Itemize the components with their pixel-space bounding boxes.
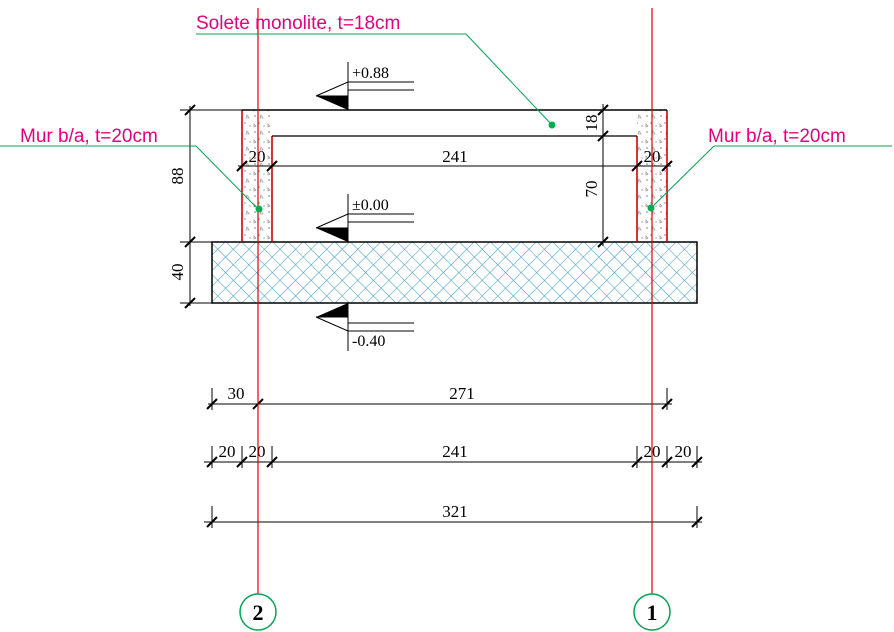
dim-row1-b: 271 bbox=[449, 384, 475, 403]
slab-callout-label: Solete monolite, t=18cm bbox=[196, 13, 400, 34]
level-mark-bottom: -0.40 bbox=[315, 303, 414, 351]
callout-slab: Solete monolite, t=18cm bbox=[196, 13, 556, 129]
dim-wall-inner-height: 70 bbox=[582, 181, 601, 198]
dim-row2-a: 20 bbox=[219, 442, 236, 461]
dim-row2-e: 20 bbox=[675, 442, 692, 461]
slab bbox=[242, 109, 667, 137]
dim-row-2: 20 20 241 20 20 bbox=[204, 442, 703, 468]
axis-lines bbox=[257, 8, 653, 594]
wall-left-callout-label: Mur b/a, t=20cm bbox=[20, 126, 158, 147]
wall-right-marker-dot bbox=[647, 204, 655, 212]
level-mark-top: +0.88 bbox=[315, 62, 414, 110]
level-bottom-label: -0.40 bbox=[352, 333, 385, 350]
dim-height-total: 88 bbox=[168, 168, 187, 185]
axis-label-left: 2 bbox=[253, 600, 264, 625]
dim-row1-a: 30 bbox=[228, 384, 245, 403]
callout-wall-left: Mur b/a, t=20cm bbox=[0, 126, 263, 213]
footing bbox=[211, 241, 698, 304]
dim-inner-span: 241 bbox=[442, 147, 468, 166]
wall-left-marker-dot bbox=[255, 205, 263, 213]
slab-marker-dot bbox=[548, 121, 556, 129]
axis-bubble-left: 2 bbox=[239, 593, 277, 631]
dim-slab-thickness: 18 bbox=[582, 115, 601, 132]
dim-row3-total: 321 bbox=[442, 502, 468, 521]
level-top-label: +0.88 bbox=[352, 65, 389, 82]
dim-inner-horizontal: 20 241 20 bbox=[236, 147, 673, 172]
callout-wall-right: Mur b/a, t=20cm bbox=[647, 126, 892, 212]
axis-label-right: 1 bbox=[647, 600, 658, 625]
level-mark-ground: ±0.00 bbox=[315, 194, 414, 242]
dim-vertical-right: 18 70 bbox=[582, 104, 609, 248]
dim-row-1: 30 271 bbox=[206, 384, 673, 410]
dim-height-footing: 40 bbox=[168, 264, 187, 281]
level-ground-label: ±0.00 bbox=[352, 197, 389, 214]
dim-row-3: 321 bbox=[204, 502, 703, 528]
dim-row2-b: 20 bbox=[249, 442, 266, 461]
wall-left bbox=[241, 110, 273, 242]
wall-right-callout-label: Mur b/a, t=20cm bbox=[708, 126, 846, 147]
dim-row2-c: 241 bbox=[442, 442, 468, 461]
dim-vertical-left: 88 40 bbox=[168, 104, 242, 309]
axis-bubble-right: 1 bbox=[633, 593, 671, 631]
dim-wall-left-thk: 20 bbox=[249, 147, 266, 166]
